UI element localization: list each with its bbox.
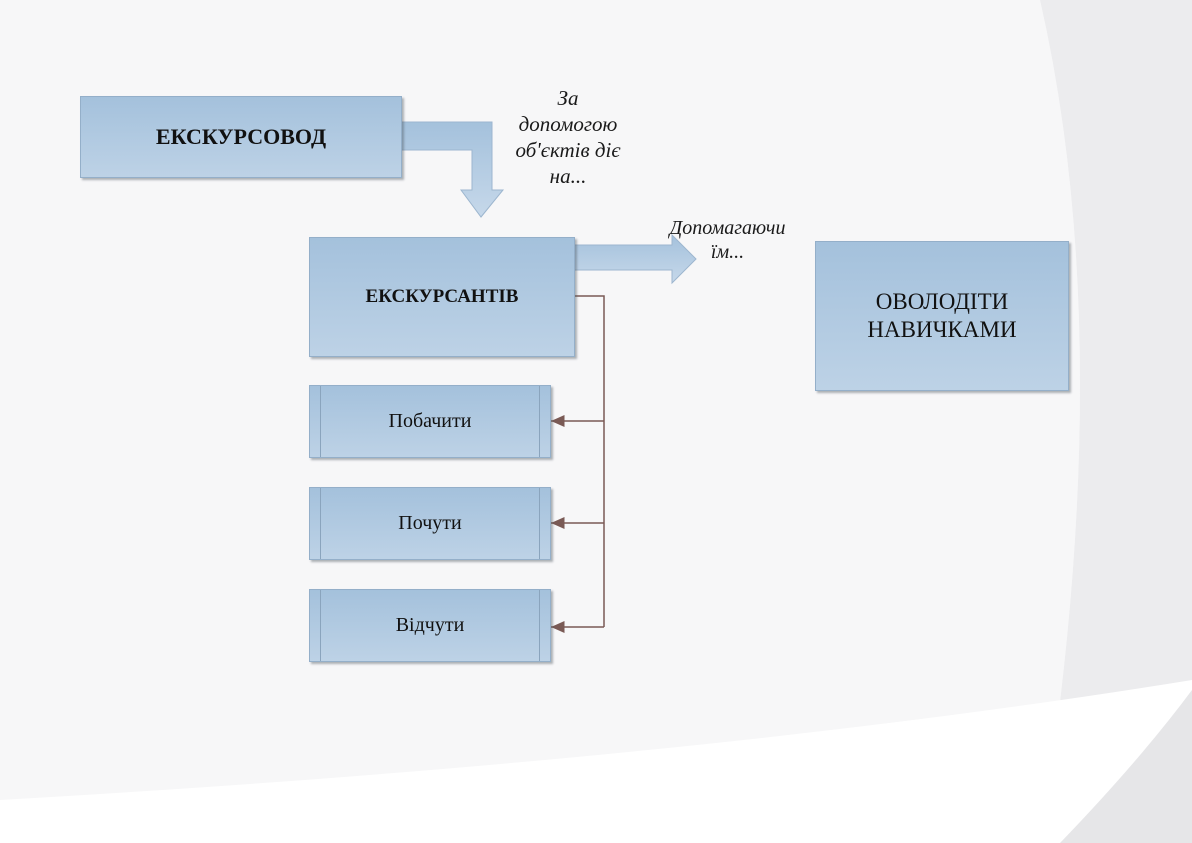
note-objects-line-1: За [557, 86, 579, 110]
action-label-see: Побачити [388, 410, 472, 432]
action-box-feel: Відчути [309, 589, 551, 662]
action-box-hear: Почути [309, 487, 551, 560]
note-objects-line-3: об'єктів діє [515, 138, 621, 162]
note-helping-line-2: їм... [710, 241, 745, 263]
note-objects-line-2: допомогою [518, 112, 618, 136]
connector-line [574, 295, 605, 627]
action-box-see: Побачити [309, 385, 551, 458]
guide-box: ЕКСКУРСОВОД [80, 96, 402, 178]
bent-arrow [399, 121, 505, 218]
guide-box-label: ЕКСКУРСОВОД [155, 124, 327, 149]
skills-box-line-1: ОВОЛОДІТИ [875, 289, 1009, 314]
tourists-box: ЕКСКУРСАНТІВ [309, 237, 575, 357]
note-objects: За допомогою об'єктів діє на... [498, 85, 638, 189]
skills-box: ОВОЛОДІТИ НАВИЧКАМИ [815, 241, 1069, 391]
note-helping: Допомагаючи їм... [655, 216, 800, 264]
tourists-box-label: ЕКСКУРСАНТІВ [365, 286, 519, 307]
skills-box-line-2: НАВИЧКАМИ [867, 317, 1017, 342]
note-objects-line-4: на... [549, 164, 587, 188]
action-label-hear: Почути [398, 512, 462, 534]
right-block-arrow [573, 233, 697, 285]
note-helping-line-1: Допомагаючи [669, 217, 786, 239]
action-label-feel: Відчути [395, 614, 465, 636]
